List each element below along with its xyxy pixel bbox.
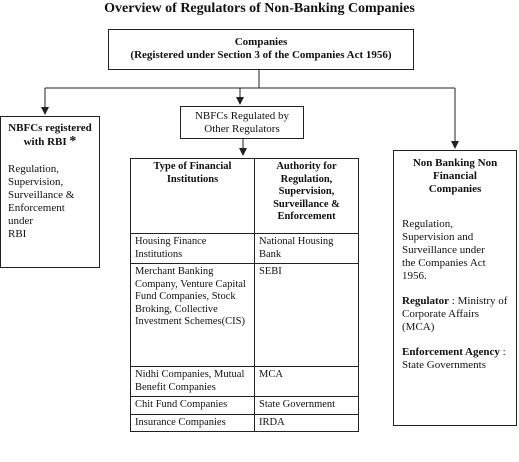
table-header: Type of Financial Institutions (130, 158, 255, 234)
table-row: Nidhi Companies, Mutual Benefit Companie… (130, 366, 359, 397)
non-financial-body: Regulation, Supervision and Surveillance… (402, 218, 486, 282)
rbi-box-heading: NBFCs registered with RBI * (8, 122, 92, 149)
table-cell-authority: MCA (254, 366, 359, 397)
diagram-title: Overview of Regulators of Non-Banking Co… (104, 1, 415, 16)
table-cell-authority: SEBI (254, 263, 359, 367)
table-cell-authority: IRDA (254, 413, 359, 432)
non-financial-box: Non Banking Non Financial Companies Regu… (393, 150, 517, 426)
companies-subtitle: (Registered under Section 3 of the Compa… (130, 49, 392, 61)
table-cell-type: Chit Fund Companies (130, 396, 255, 415)
table-row: Housing Finance Institutions National Ho… (130, 233, 359, 264)
regulators-table: Type of Financial Institutions Authority… (130, 158, 359, 432)
non-financial-heading: Non Banking Non Financial Companies (412, 157, 498, 195)
table-row: Chit Fund Companies State Government (130, 396, 359, 415)
rbi-nbfc-box: NBFCs registered with RBI * Regulation, … (0, 116, 100, 268)
table-cell-authority: National Housing Bank (254, 233, 359, 264)
table-cell-type: Merchant Banking Company, Venture Capita… (130, 263, 255, 367)
enforcement-agency-note: Enforcement Agency : State Governments (402, 346, 506, 371)
table-cell-authority: State Government (254, 396, 359, 415)
companies-box: Companies (Registered under Section 3 of… (108, 29, 414, 70)
table-header-row: Type of Financial Institutions Authority… (130, 158, 359, 234)
table-header: Authority for Regulation, Supervision, S… (254, 158, 359, 234)
asterisk-mark: * (69, 134, 77, 149)
table-cell-type: Insurance Companies (130, 413, 255, 432)
other-regulators-box: NBFCs Regulated by Other Regulators (180, 106, 304, 139)
table-cell-type: Housing Finance Institutions (130, 233, 255, 264)
companies-title: Companies (234, 36, 288, 48)
rbi-box-body: Regulation, Supervision, Surveillance & … (8, 163, 75, 240)
table-row: Merchant Banking Company, Venture Capita… (130, 263, 359, 367)
regulator-note: Regulator : Ministry of Corporate Affair… (402, 295, 508, 333)
table-cell-type: Nidhi Companies, Mutual Benefit Companie… (130, 366, 255, 397)
table-row: Insurance Companies IRDA (130, 413, 359, 432)
